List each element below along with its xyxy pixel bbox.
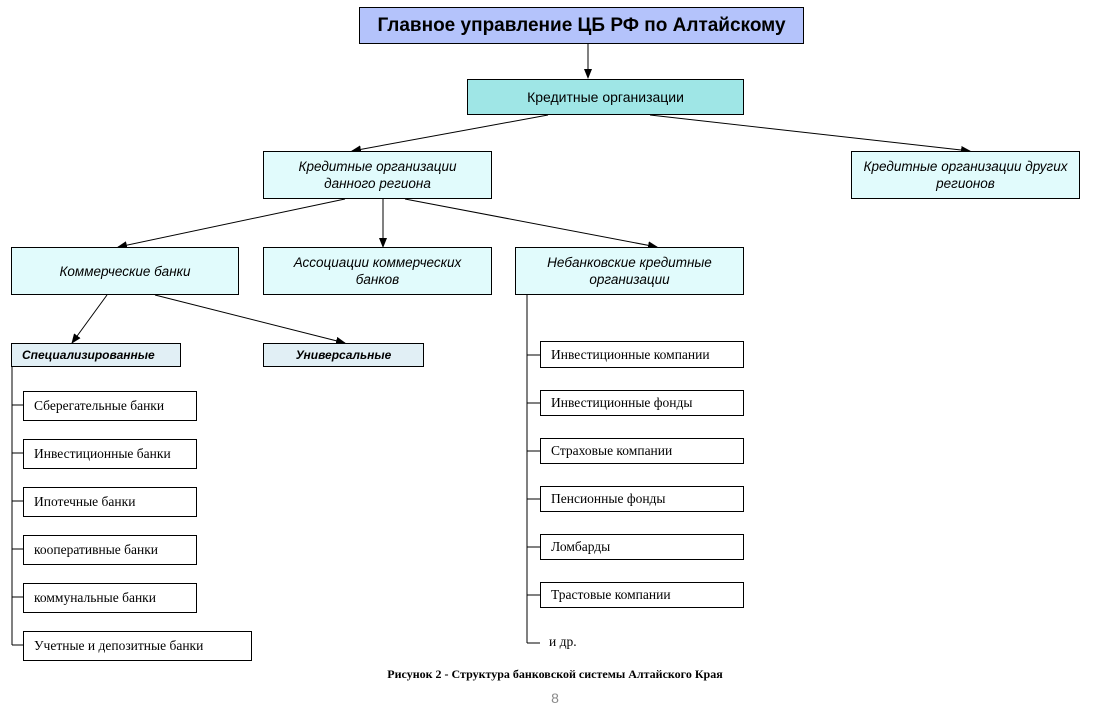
figure-caption: Рисунок 2 - Структура банковской системы…	[387, 667, 723, 681]
other-region-orgs-node: Кредитные организации других регионов	[851, 151, 1080, 199]
nonbank-item-label: Трастовые компании	[551, 587, 671, 602]
nonbank-item-label: Инвестиционные фонды	[551, 395, 693, 410]
specialized-item: коммунальные банки	[23, 583, 197, 613]
region-orgs-label: Кредитные организации данного региона	[298, 159, 457, 191]
universal-label: Универсальные	[295, 348, 392, 362]
nonbank-item: Ломбарды	[540, 534, 744, 560]
nonbank-item-label: Страховые компании	[551, 443, 673, 458]
specialized-item: кооперативные банки	[23, 535, 197, 565]
specialized-label: Специализированные	[22, 348, 155, 362]
specialized-item-label: коммунальные банки	[34, 590, 156, 605]
nonbank-item: Страховые компании	[540, 438, 744, 464]
arrow-commercial-to-specialized	[71, 294, 108, 344]
nonbank-orgs-node: Небанковские кредитные организации	[515, 247, 744, 295]
nonbank-item: Трастовые компании	[540, 582, 744, 608]
credit-orgs-node: Кредитные организации	[467, 79, 744, 115]
specialized-item-label: Инвестиционные банки	[34, 446, 171, 461]
commercial-banks-node: Коммерческие банки	[11, 247, 239, 295]
nonbank-item-label: Пенсионные фонды	[551, 491, 666, 506]
universal-node: Универсальные	[263, 343, 424, 367]
nonbank-item-label: Ломбарды	[551, 539, 611, 554]
specialized-item-label: Ипотечные банки	[34, 494, 136, 509]
page-number: 8	[551, 690, 559, 706]
root-node-label: Главное управление ЦБ РФ по Алтайскому	[377, 14, 786, 36]
nonbank-orgs-label: Небанковские кредитные организации	[547, 255, 712, 287]
specialized-item: Ипотечные банки	[23, 487, 197, 517]
nonbank-etc-label: и др.	[549, 634, 577, 649]
arrow-region-to-nonbank	[404, 198, 658, 250]
specialized-item-label: кооперативные банки	[34, 542, 159, 557]
root-node-cbr: Главное управление ЦБ РФ по Алтайскому	[359, 7, 804, 44]
nonbank-item: Пенсионные фонды	[540, 486, 744, 512]
arrow-region-to-commercial	[117, 198, 346, 250]
specialized-item: Инвестиционные банки	[23, 439, 197, 469]
nonbank-item: Инвестиционные компании	[540, 341, 744, 368]
region-orgs-node: Кредитные организации данного региона	[263, 151, 492, 199]
arrow-commercial-to-universal	[154, 294, 346, 345]
bank-associations-label: Ассоциации коммерческих банков	[293, 255, 462, 287]
arrow-credit-to-region	[351, 114, 549, 154]
specialized-item: Учетные и депозитные банки	[23, 631, 252, 661]
specialized-item-label: Сберегательные банки	[34, 398, 165, 413]
credit-orgs-label: Кредитные организации	[527, 89, 684, 105]
commercial-banks-label: Коммерческие банки	[59, 263, 191, 279]
bank-associations-node: Ассоциации коммерческих банков	[263, 247, 492, 295]
specialized-item: Сберегательные банки	[23, 391, 197, 421]
arrow-credit-to-other-region	[649, 114, 971, 154]
specialized-item-label: Учетные и депозитные банки	[34, 638, 204, 653]
nonbank-item-label: Инвестиционные компании	[551, 346, 710, 362]
specialized-node: Специализированные	[11, 343, 181, 367]
other-region-orgs-label: Кредитные организации других регионов	[863, 159, 1068, 191]
nonbank-item: Инвестиционные фонды	[540, 390, 744, 416]
